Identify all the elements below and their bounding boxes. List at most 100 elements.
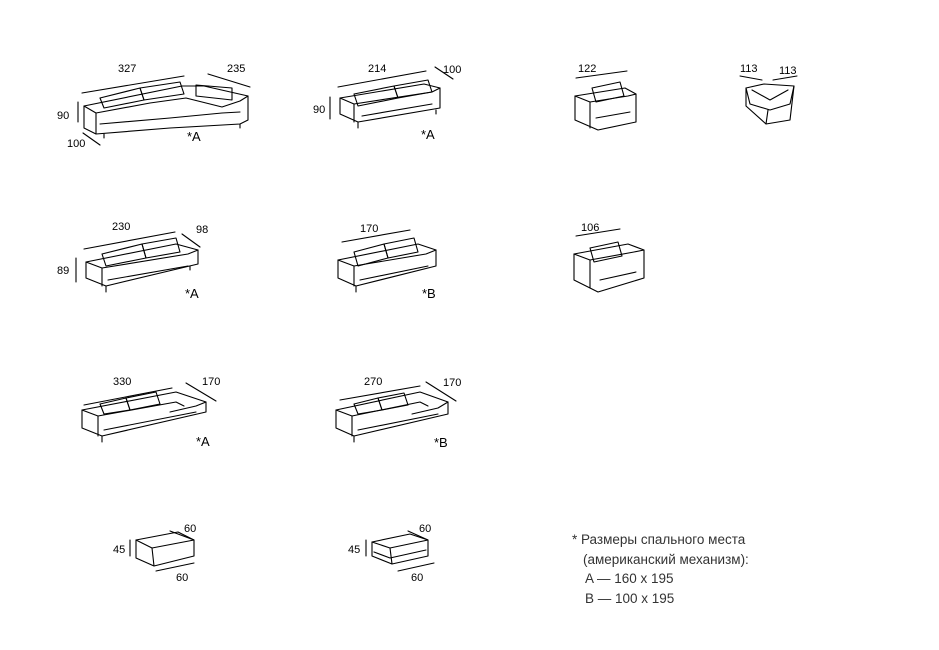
- chaise-edge: [411, 401, 449, 415]
- cushion: [101, 243, 147, 267]
- dim-depth: 170: [443, 377, 461, 389]
- dim-side-b: 113: [779, 65, 797, 77]
- cushion: [141, 237, 181, 259]
- chaise-edge: [169, 401, 207, 413]
- dim-depth: 170: [202, 376, 220, 388]
- chaise-sofa-270: 270 170 *B: [335, 376, 461, 450]
- dim-line: [425, 381, 457, 402]
- note-size-a: A — 160 x 195: [585, 571, 674, 586]
- dim-width: 106: [581, 222, 599, 234]
- dim-height: 90: [57, 110, 69, 122]
- dim-line: [575, 228, 621, 237]
- cushion: [353, 397, 383, 415]
- pouf-1: 45 60 60: [113, 523, 196, 584]
- dim-line: [83, 387, 173, 406]
- cushion: [591, 81, 625, 103]
- dim-width: 330: [113, 376, 131, 388]
- sofa-outline: [81, 391, 207, 437]
- sofa-edge: [83, 105, 97, 135]
- dim-width: 230: [112, 221, 130, 233]
- chair-outline: [574, 87, 637, 131]
- sofa-edge: [85, 261, 103, 287]
- sofa-230: 230 98 89 *A: [57, 221, 208, 301]
- note-subtitle: (американский механизм):: [583, 551, 749, 567]
- pouf-outline: [371, 533, 429, 565]
- cushion: [139, 81, 185, 101]
- cushion: [383, 237, 419, 259]
- dim-line: [772, 75, 798, 81]
- pouf-2: 45 60 60: [348, 523, 435, 584]
- dim-depth: 98: [196, 224, 208, 236]
- chair-outline: [573, 243, 645, 293]
- sleeping-area-note: * Размеры спального места (американский …: [572, 530, 749, 608]
- dim-side-a: 113: [740, 63, 758, 75]
- sofa-edge: [81, 409, 99, 437]
- dim-line: [341, 229, 411, 243]
- bed-type-mark: *A: [196, 434, 210, 449]
- dim-width: 270: [364, 376, 382, 388]
- dim-line: [185, 382, 217, 402]
- dim-width-1: 327: [118, 63, 136, 75]
- chair-edge: [573, 253, 591, 289]
- bed-type-mark: *B: [422, 286, 436, 301]
- dim-depth: 100: [67, 138, 85, 150]
- dim-height: 90: [313, 104, 325, 116]
- sofa-edge: [95, 95, 249, 114]
- bed-type-mark: *A: [185, 286, 199, 301]
- dim-line: [575, 70, 628, 79]
- corner-outline: [745, 83, 795, 125]
- seat-line: [595, 111, 631, 119]
- seat-line: [99, 111, 241, 125]
- sofa-214: 214 100 90 *A: [313, 63, 461, 142]
- dim-line: [83, 231, 176, 250]
- dim-width: 170: [360, 223, 378, 235]
- cushion: [393, 79, 433, 99]
- note-title: * Размеры спального места: [572, 532, 746, 547]
- seat-line: [359, 265, 429, 281]
- sofa-outline: [337, 243, 437, 287]
- sofa-outline: [85, 243, 199, 287]
- dim-line: [207, 73, 251, 88]
- dim-height: 89: [57, 265, 69, 277]
- dim-line: [397, 562, 435, 572]
- corner-edge: [765, 109, 769, 125]
- sofa-outline: [339, 83, 441, 123]
- corner-edge: [751, 89, 789, 101]
- note-size-b: B — 100 x 195: [585, 590, 675, 606]
- dim-width: 214: [368, 63, 386, 75]
- dim-height: 45: [113, 544, 125, 556]
- bed-type-mark: *A: [421, 127, 435, 142]
- sofa-edge: [339, 97, 355, 123]
- dim-depth: 60: [419, 523, 431, 535]
- seat-line: [599, 271, 637, 281]
- bed-type-mark: *B: [434, 435, 448, 450]
- cushion: [125, 391, 161, 411]
- seat-line: [357, 413, 439, 431]
- corner-edge: [745, 85, 795, 111]
- dim-line: [81, 75, 185, 94]
- cushion: [353, 243, 389, 267]
- chair-edge: [589, 93, 637, 103]
- cushion: [195, 84, 233, 101]
- cushion: [377, 392, 409, 411]
- pouf-edge: [151, 547, 155, 567]
- pouf-outline: [135, 531, 195, 567]
- dim-height: 45: [348, 544, 360, 556]
- pouf-edge: [135, 539, 195, 549]
- sofa-outline: [83, 85, 249, 135]
- dim-width: 60: [176, 572, 188, 584]
- sofa-edge: [353, 249, 437, 267]
- pouf-edge: [389, 547, 393, 565]
- dim-line: [155, 562, 195, 572]
- sofa-edge: [101, 249, 199, 269]
- pouf-edge: [371, 539, 429, 549]
- dim-line: [82, 132, 101, 146]
- sofa-outline: [335, 391, 449, 437]
- armchair-106: 106: [573, 222, 645, 293]
- pouf-seam: [373, 549, 427, 559]
- dim-line: [181, 233, 201, 248]
- dim-line: [337, 70, 427, 88]
- dim-line: [434, 66, 454, 80]
- dim-depth: 60: [184, 523, 196, 535]
